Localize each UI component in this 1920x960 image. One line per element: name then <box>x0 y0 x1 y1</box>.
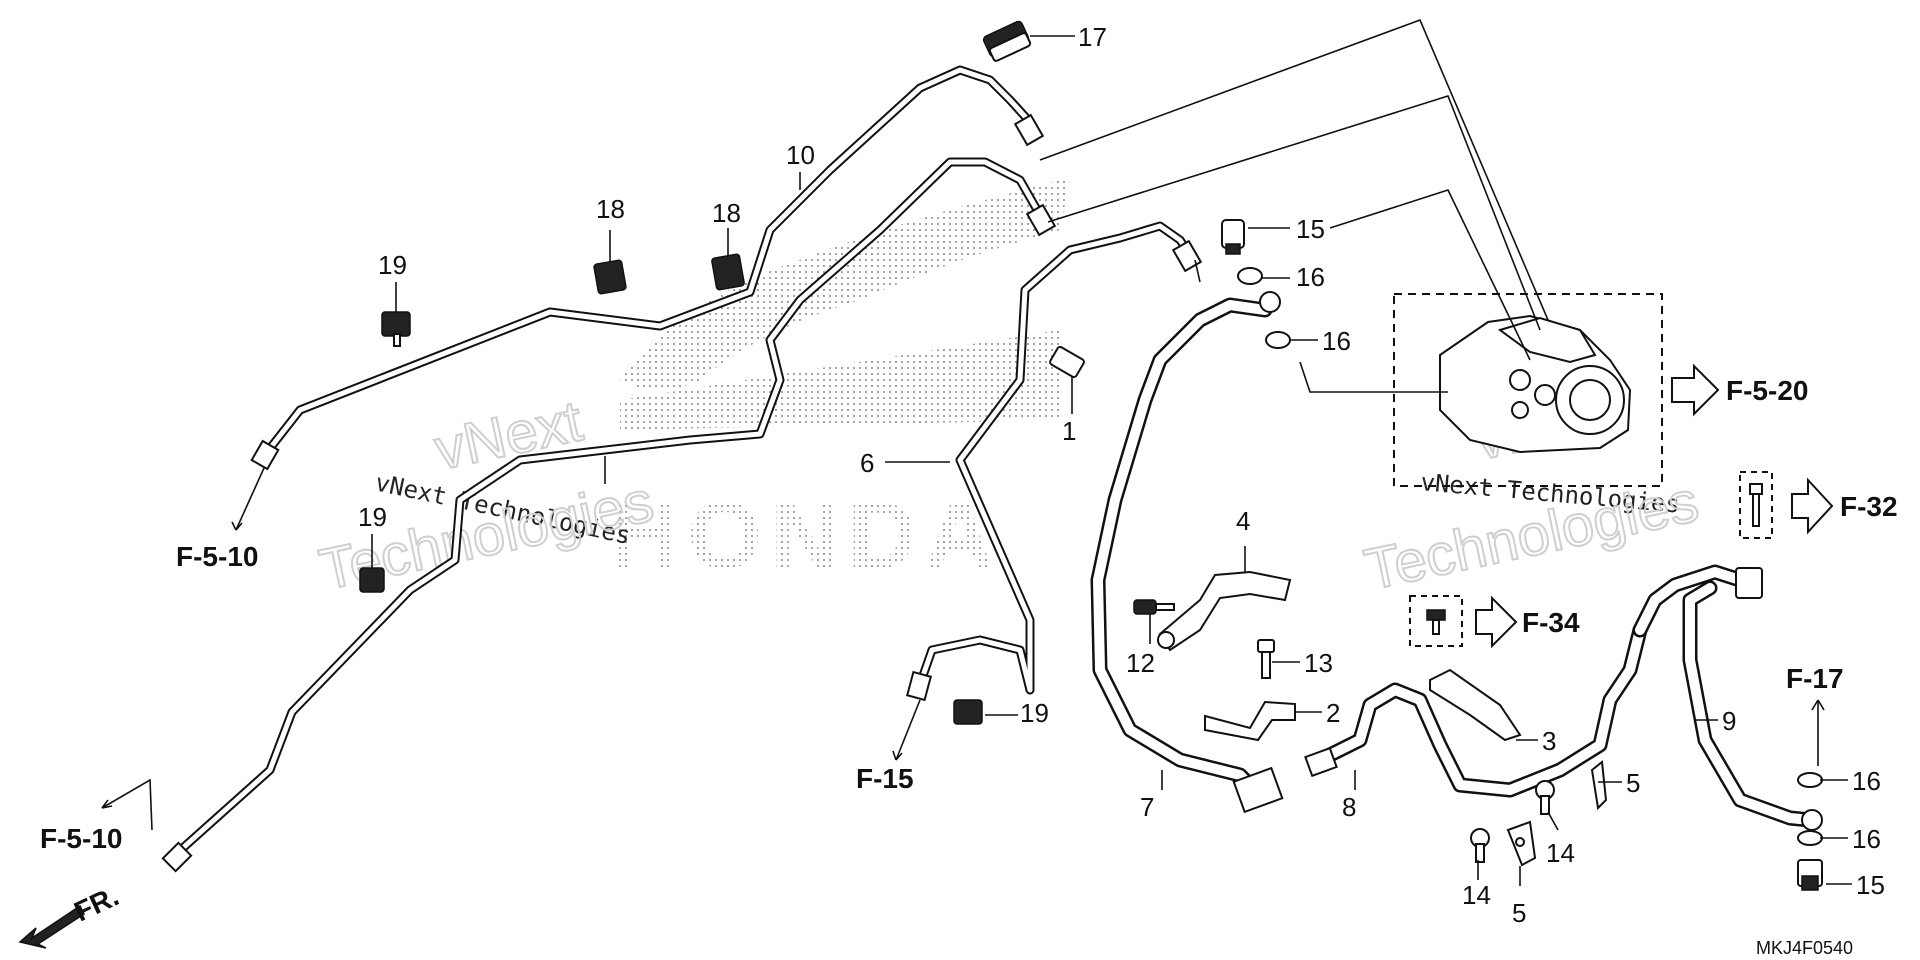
callout-9: 9 <box>1722 706 1736 736</box>
ref-f-5-10-upper: F-5-10 <box>176 541 258 572</box>
callout-2: 2 <box>1326 698 1340 728</box>
callout-1: 1 <box>1062 416 1076 446</box>
callout-15a: 15 <box>1296 214 1325 244</box>
ref-f-15: F-15 <box>856 763 914 794</box>
bolt-13 <box>1257 639 1275 679</box>
ref-f-5-10-lower: F-5-10 <box>40 823 122 854</box>
bolt-15a <box>1221 219 1245 255</box>
clip-18a <box>593 259 627 295</box>
callout-18a: 18 <box>596 194 625 224</box>
callout-15b: 15 <box>1856 870 1885 900</box>
clip-19c <box>953 699 983 725</box>
clamp-17 <box>982 20 1032 62</box>
washers-16 <box>1237 267 1823 846</box>
clip-19b <box>359 567 385 593</box>
honda-wing-logo <box>620 178 1070 430</box>
callout-12: 12 <box>1126 648 1155 678</box>
callout-4: 4 <box>1236 506 1250 536</box>
callout-5b: 5 <box>1512 898 1526 928</box>
brake-hose-9 <box>1632 564 1823 831</box>
callout-5a: 5 <box>1626 768 1640 798</box>
callout-16d: 16 <box>1852 824 1881 854</box>
front-direction-arrow: FR. <box>18 880 123 949</box>
bolt-15b <box>1797 859 1823 891</box>
brackets-5 <box>1506 760 1608 867</box>
bolts-14 <box>1470 780 1555 863</box>
hollow-arrows <box>1475 363 1834 649</box>
bracket-3 <box>1429 668 1522 742</box>
brake-pipe-10 <box>250 65 1045 471</box>
ref-f-32: F-32 <box>1840 491 1898 522</box>
callout-13: 13 <box>1304 648 1333 678</box>
brake-pipe-lower <box>161 157 1057 873</box>
bracket-4 <box>1157 570 1292 652</box>
front-label: FR. <box>69 880 123 927</box>
callout-10: 10 <box>786 140 815 170</box>
bolt-box-f34 <box>1409 595 1463 647</box>
watermark-brand: HONDA <box>610 482 1002 589</box>
callout-6: 6 <box>860 448 874 478</box>
leader-lines <box>101 18 1852 886</box>
callout-19a: 19 <box>378 250 407 280</box>
callout-3: 3 <box>1542 726 1556 756</box>
callout-14b: 14 <box>1546 838 1575 868</box>
callout-7: 7 <box>1140 792 1154 822</box>
clip-18b <box>711 253 745 291</box>
reference-labels: F-5-10 F-5-10 F-15 F-5-20 F-32 F-34 F-17 <box>40 375 1898 854</box>
brake-hose-8 <box>1304 622 1648 798</box>
bolt-12 <box>1133 599 1175 615</box>
brake-hose-7 <box>1090 291 1284 814</box>
clip-19a <box>381 311 411 347</box>
ref-f-34: F-34 <box>1522 607 1580 638</box>
callout-19c: 19 <box>1020 698 1049 728</box>
callout-18b: 18 <box>712 198 741 228</box>
callout-16c: 16 <box>1852 766 1881 796</box>
clamp-1 <box>1049 345 1085 379</box>
diagram-code: MKJ4F0540 <box>1756 938 1853 958</box>
brake-pipe-6 <box>905 221 1203 702</box>
callout-numbers: 17 10 18 18 19 19 19 1 6 15 16 16 4 12 1… <box>358 22 1885 928</box>
ref-f-5-20: F-5-20 <box>1726 375 1808 406</box>
abs-modulator <box>1393 293 1663 487</box>
callout-14a: 14 <box>1462 880 1491 910</box>
callout-19b: 19 <box>358 502 387 532</box>
callout-16b: 16 <box>1322 326 1351 356</box>
callout-16a: 16 <box>1296 262 1325 292</box>
callout-8: 8 <box>1342 792 1356 822</box>
bracket-2 <box>1204 700 1296 742</box>
ref-f-17: F-17 <box>1786 663 1844 694</box>
bolt-box-f32 <box>1739 471 1773 539</box>
callout-17: 17 <box>1078 22 1107 52</box>
